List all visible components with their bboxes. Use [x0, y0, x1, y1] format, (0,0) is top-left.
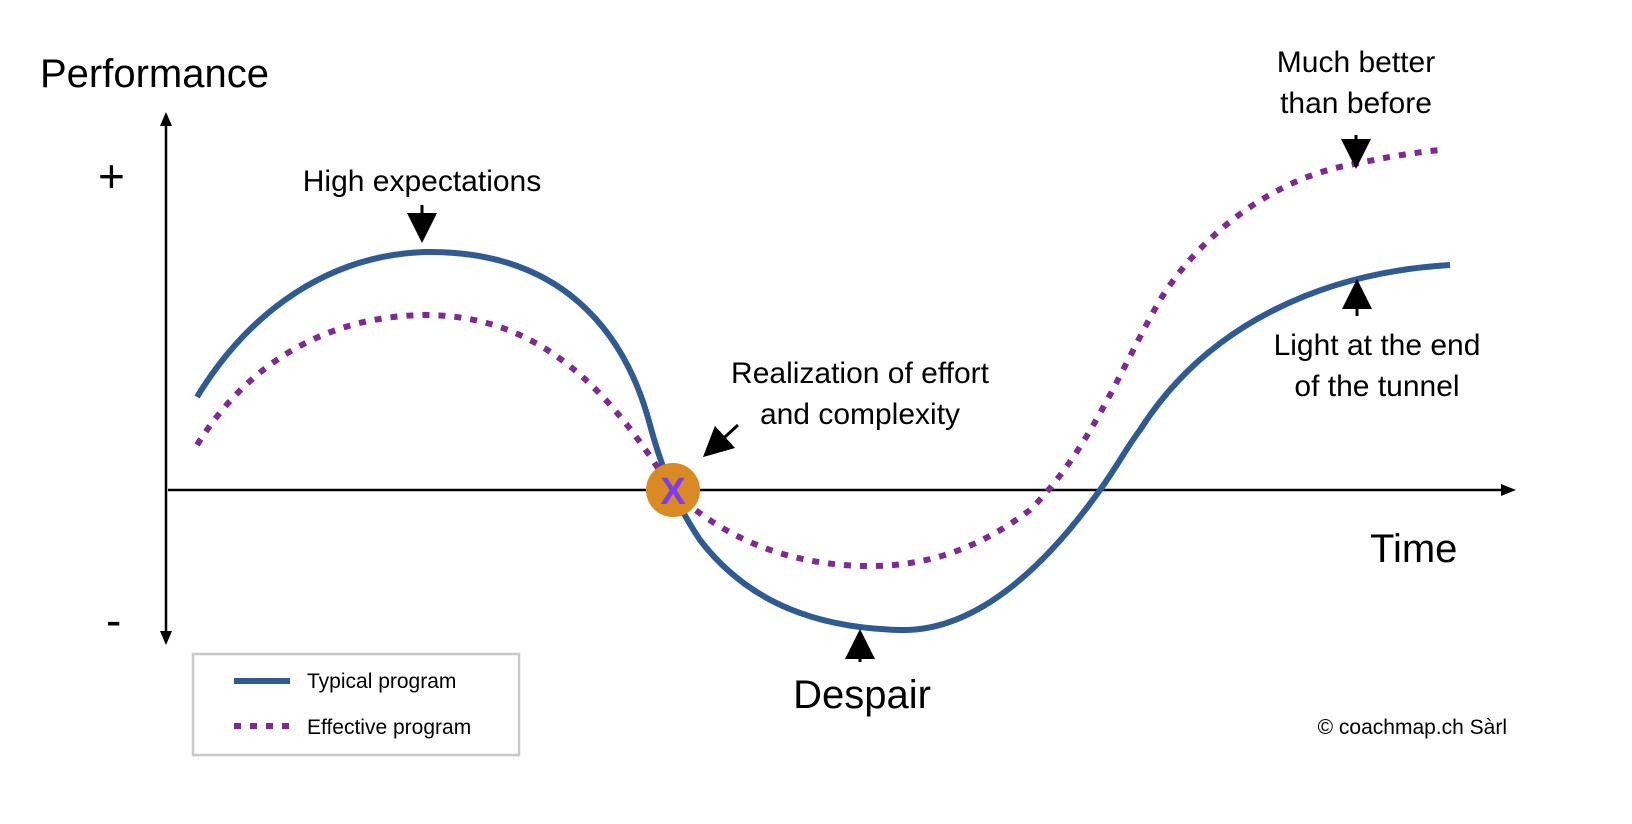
legend: Typical program Effective program — [191, 652, 521, 757]
plus-label: + — [98, 150, 125, 202]
x-axis-label: Time — [1370, 527, 1457, 571]
effective-program-curve — [194, 147, 1441, 570]
y-axis-label: Performance — [40, 52, 269, 96]
annotation-light-line2: of the tunnel — [1294, 370, 1459, 403]
x-axis-arrow — [1501, 484, 1516, 496]
annotation-much-better-line1: Much better — [1277, 46, 1435, 79]
annotation-realization-line1: Realization of effort — [731, 357, 990, 390]
annotation-despair: Despair — [793, 673, 931, 717]
crossing-marker — [646, 463, 700, 517]
legend-label-typical: Typical program — [307, 670, 456, 693]
y-axis-arrow-down — [160, 631, 172, 645]
minus-label: - — [106, 594, 121, 646]
annotation-much-better-line2: than before — [1280, 87, 1432, 120]
typical-program-curve — [194, 248, 1451, 634]
annotation-high-expectations: High expectations — [303, 165, 541, 198]
annotation-realization-line2: and complexity — [760, 398, 960, 431]
y-axis-arrow-up — [160, 112, 172, 126]
legend-label-effective: Effective program — [307, 716, 471, 739]
copyright: © coachmap.ch Sàrl — [1318, 716, 1507, 739]
annotation-light-line1: Light at the end — [1274, 329, 1481, 362]
crossing-marker-label: X — [660, 471, 686, 513]
arrow-diagonal-icon — [702, 423, 740, 458]
